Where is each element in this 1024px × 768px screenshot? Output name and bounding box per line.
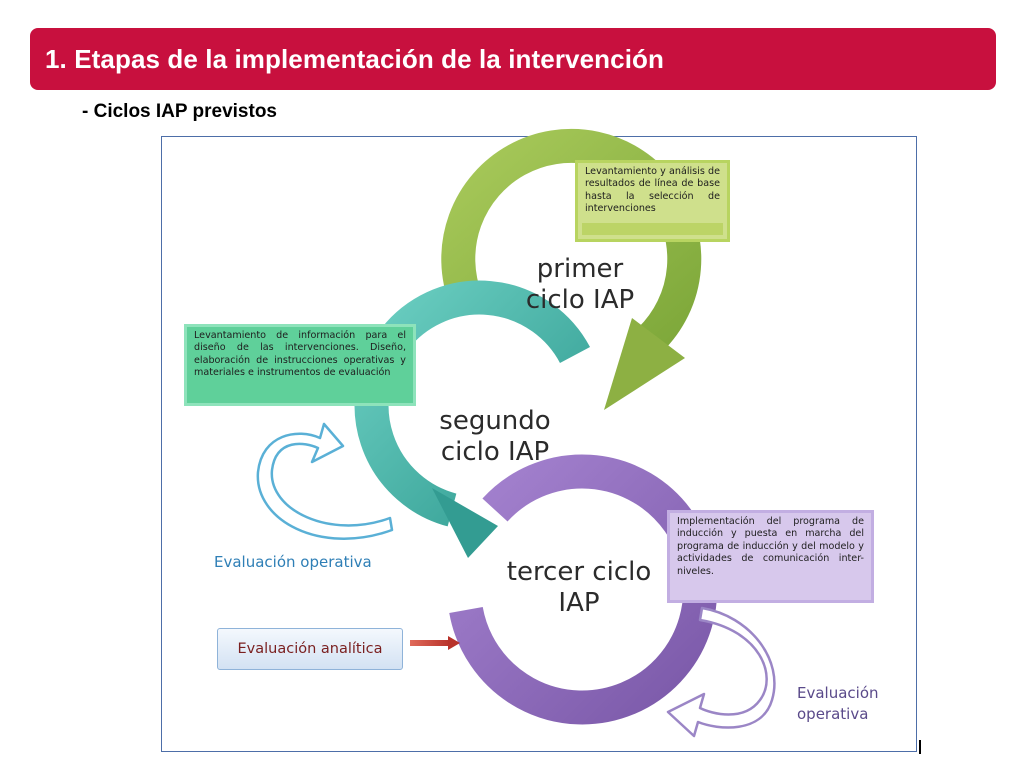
cycle-2-label: segundo ciclo IAP [420, 406, 570, 468]
cycle-2-label-line1: segundo [439, 406, 551, 436]
cycle-3-arc [449, 454, 718, 725]
eval-analitica-box: Evaluación analítica [217, 628, 403, 670]
eval-operativa-left-loop [256, 422, 394, 540]
cycle-3-label-line2: IAP [558, 588, 600, 618]
note-cycle-3: Implementación del programa de inducción… [667, 510, 874, 603]
eval-analitica-arrowhead [448, 636, 460, 650]
eval-operativa-left-label: Evaluación operativa [214, 553, 372, 571]
note-cycle-1: Levantamiento y análisis de resultados d… [575, 160, 730, 242]
cycle-1-label: primer ciclo IAP [505, 254, 655, 316]
eval-operativa-right-label: Evaluación operativa [797, 684, 879, 723]
cycle-3-label: tercer ciclo IAP [484, 557, 674, 619]
section-subtitle: - Ciclos IAP previstos [82, 101, 277, 122]
cycle-2-arrowhead [432, 488, 498, 558]
eval-analitica-arrow [410, 640, 450, 646]
title-bar: 1. Etapas de la implementación de la int… [30, 28, 996, 90]
cycle-3-label-line1: tercer ciclo [506, 557, 652, 587]
page-title: 1. Etapas de la implementación de la int… [45, 43, 664, 74]
cycle-1-arrowhead [604, 318, 685, 410]
cycle-1-arc [441, 128, 702, 353]
cycle-2-label-line2: ciclo IAP [440, 437, 550, 467]
side-mark [919, 740, 921, 754]
cycle-1-label-line2: ciclo IAP [525, 285, 635, 315]
cycle-1-label-line1: primer [536, 254, 624, 284]
note-cycle-2: Levantamiento de información para el dis… [184, 324, 416, 406]
eval-operativa-right-loop [666, 606, 776, 738]
